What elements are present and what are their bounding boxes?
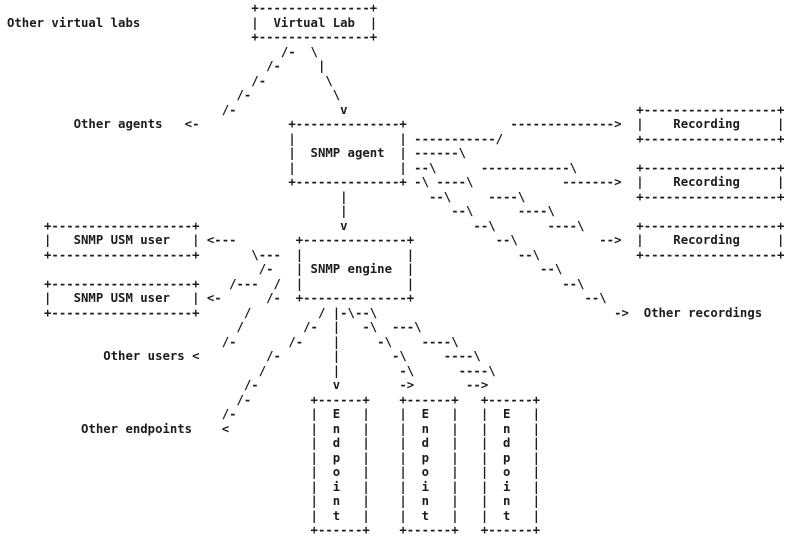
virtual-lab-architecture-diagram: +---------------+ Other virtual labs | V…	[7, 1, 785, 537]
ascii-diagram: +---------------+ Other virtual labs | V…	[7, 1, 785, 537]
